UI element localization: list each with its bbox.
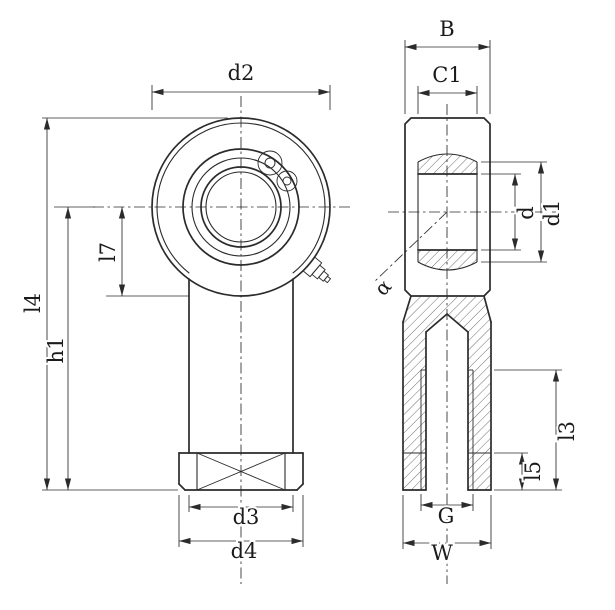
dim-C1: C1 [417,61,478,114]
dim-l7: l7 [54,206,189,297]
front-view: d2 l7 l4 h1 d3 [19,59,352,584]
label-d4: d4 [231,539,258,563]
label-d2: d2 [228,61,255,85]
label-l4: l4 [21,293,45,313]
grease-fitting-tip [323,275,332,284]
misalignment-axis-line [373,211,448,283]
staking-ball-small [276,170,298,192]
shank-section-outline [402,295,492,491]
label-d: d [514,206,538,219]
inner-ring-bottom-section [418,250,477,270]
dim-h1: h1 [42,207,72,490]
label-h1: h1 [44,337,68,364]
dim-d1: d1 [481,161,566,263]
inner-ring-top-section [418,154,477,174]
dim-G: G [420,494,474,530]
label-W: W [431,541,453,565]
dim-d2: d2 [151,59,331,110]
dim-l4: l4 [19,117,228,491]
internal-thread [420,313,474,491]
label-l5: l5 [521,461,545,481]
label-G: G [438,504,455,528]
label-l7: l7 [96,242,120,262]
dim-W: W [402,495,492,567]
dim-B: B [404,15,491,114]
shank-outline [178,278,304,491]
dim-d: d [481,173,540,251]
staking-ball-large-core [264,157,276,169]
staking-ball-large [257,150,283,176]
dim-l5: l5 [494,452,547,490]
dim-l3: l3 [494,369,581,491]
staking-detail [257,150,298,192]
grease-fitting [302,256,332,284]
sphere-silhouette [418,154,477,270]
dim-d3: d3 [188,495,294,531]
label-l3: l3 [555,421,579,441]
label-B: B [439,17,454,41]
label-d1: d1 [540,200,564,227]
label-d3: d3 [233,505,260,529]
dim-d4: d4 [178,495,304,565]
staking-ball-small-core [282,176,292,186]
label-C1: C1 [432,63,461,87]
